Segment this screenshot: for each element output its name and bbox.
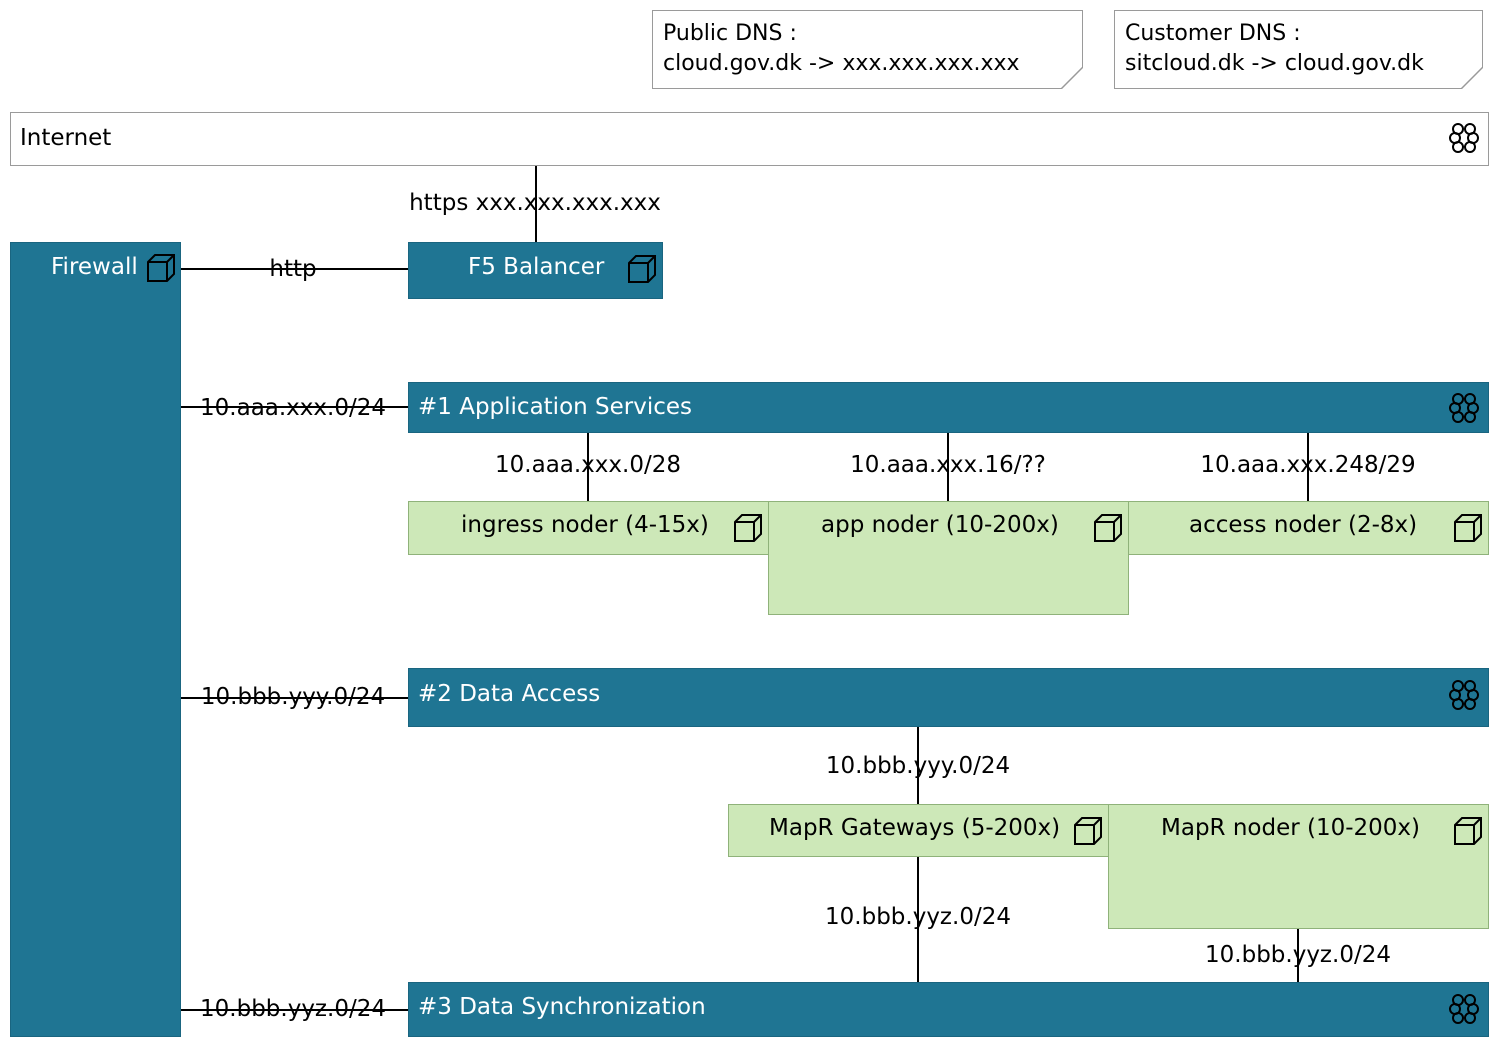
customer-dns-note: Customer DNS : sitcloud.dk -> cloud.gov.…: [1114, 10, 1483, 89]
firewall-sync-connector: [180, 1009, 408, 1011]
node-cube-icon: [1092, 512, 1124, 544]
firewall-app-subnet-label: 10.aaa.xxx.0/24: [200, 395, 386, 421]
node-cube-icon: [732, 512, 764, 544]
firewall-sync-subnet-label: 10.bbb.yyz.0/24: [200, 996, 386, 1022]
app-services-network[interactable]: #1 Application Services: [408, 382, 1489, 433]
customer-dns-title: Customer DNS :: [1125, 21, 1301, 46]
gateway-down-subnet-label: 10.bbb.yyz.0/24: [825, 904, 1011, 930]
http-label: http: [269, 256, 317, 282]
node-cube-icon: [1452, 815, 1484, 847]
app-node[interactable]: app noder (10-200x): [768, 501, 1129, 615]
network-icon: [1448, 679, 1480, 711]
access-connector: [1307, 432, 1309, 501]
public-dns-mapping: cloud.gov.dk -> xxx.xxx.xxx.xxx: [663, 51, 1020, 76]
node-cube-icon: [1072, 815, 1104, 847]
public-dns-note: Public DNS : cloud.gov.dk -> xxx.xxx.xxx…: [652, 10, 1083, 89]
https-label: https xxx.xxx.xxx.xxx: [409, 190, 661, 216]
f5-balancer-node[interactable]: F5 Balancer: [408, 242, 663, 299]
node-cube-icon: [1452, 512, 1484, 544]
mapr-noder-node[interactable]: MapR noder (10-200x): [1108, 804, 1489, 929]
firewall-data-subnet-label: 10.bbb.yyy.0/24: [200, 684, 386, 710]
f5-balancer-label: F5 Balancer: [468, 254, 605, 280]
mapr-down-connector: [1297, 928, 1299, 982]
gateway-up-subnet-label: 10.bbb.yyy.0/24: [825, 753, 1011, 779]
mapr-noder-label: MapR noder (10-200x): [1161, 815, 1421, 841]
node-cube-icon: [145, 252, 177, 284]
data-access-label: #2 Data Access: [418, 681, 601, 707]
access-subnet-label: 10.aaa.xxx.248/29: [1200, 452, 1416, 478]
firewall-f5-connector: [180, 268, 408, 270]
app-services-label: #1 Application Services: [418, 394, 693, 420]
gateway-down-connector: [917, 856, 919, 982]
internet-network[interactable]: Internet: [10, 112, 1489, 166]
note-fold-icon: [1461, 67, 1483, 89]
data-sync-network[interactable]: #3 Data Synchronization: [408, 982, 1489, 1037]
mapr-gateways-label: MapR Gateways (5-200x): [769, 815, 1061, 841]
gateway-up-connector: [917, 726, 919, 804]
firewall-data-connector: [180, 697, 408, 699]
note-fold-icon: [1061, 67, 1083, 89]
access-node-label: access noder (2-8x): [1189, 512, 1418, 538]
data-sync-label: #3 Data Synchronization: [418, 994, 706, 1020]
node-cube-icon: [626, 253, 658, 285]
access-node[interactable]: access noder (2-8x): [1128, 501, 1489, 555]
network-icon: [1448, 392, 1480, 424]
public-dns-title: Public DNS :: [663, 21, 797, 46]
internet-f5-connector: [535, 166, 537, 242]
mapr-gateways-node[interactable]: MapR Gateways (5-200x): [728, 804, 1109, 857]
mapr-down-subnet-label: 10.bbb.yyz.0/24: [1205, 942, 1391, 968]
data-access-network[interactable]: #2 Data Access: [408, 668, 1489, 727]
customer-dns-mapping: sitcloud.dk -> cloud.gov.dk: [1125, 51, 1424, 76]
ingress-connector: [587, 432, 589, 501]
firewall-node[interactable]: Firewall: [10, 242, 181, 1037]
ingress-subnet-label: 10.aaa.xxx.0/28: [495, 452, 681, 478]
firewall-app-connector: [180, 406, 408, 408]
ingress-node[interactable]: ingress noder (4-15x): [408, 501, 769, 555]
firewall-label: Firewall: [51, 254, 138, 280]
app-subnet-label: 10.aaa.xxx.16/??: [850, 452, 1046, 478]
ingress-node-label: ingress noder (4-15x): [461, 512, 709, 538]
internet-label: Internet: [20, 125, 112, 151]
app-connector: [947, 432, 949, 501]
app-node-label: app noder (10-200x): [821, 512, 1059, 538]
network-icon: [1448, 993, 1480, 1025]
network-icon: [1448, 122, 1480, 154]
